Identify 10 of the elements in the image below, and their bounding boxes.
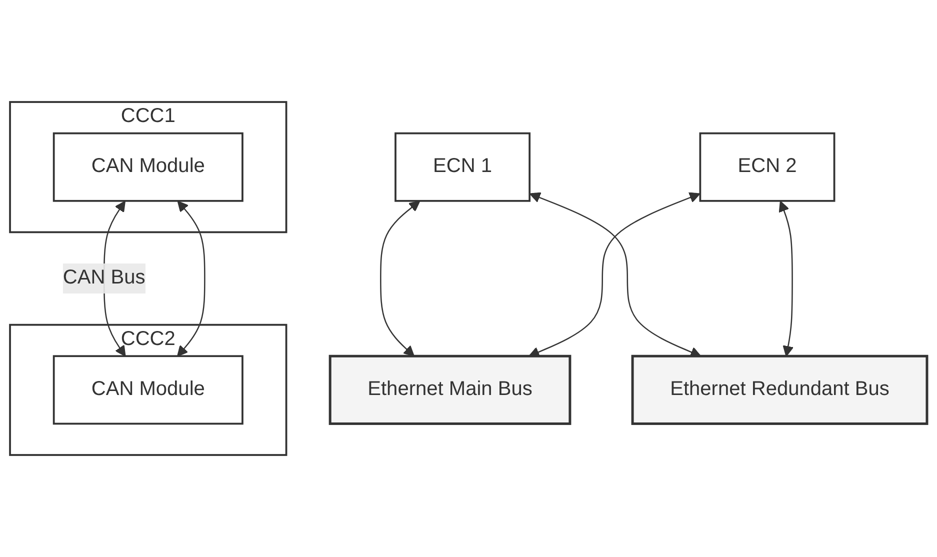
node-box: CAN Module xyxy=(52,355,244,425)
node-box: ECN 1 xyxy=(394,132,531,202)
node-box: Ethernet Redundant Bus xyxy=(631,354,928,425)
arrow xyxy=(177,200,206,357)
node-box: CAN Module xyxy=(52,132,244,202)
node-box: ECN 2 xyxy=(699,132,836,202)
edge-label: CAN Bus xyxy=(62,267,146,289)
arrow xyxy=(778,200,794,357)
arrow xyxy=(380,200,420,357)
node-box: Ethernet Main Bus xyxy=(328,354,572,425)
